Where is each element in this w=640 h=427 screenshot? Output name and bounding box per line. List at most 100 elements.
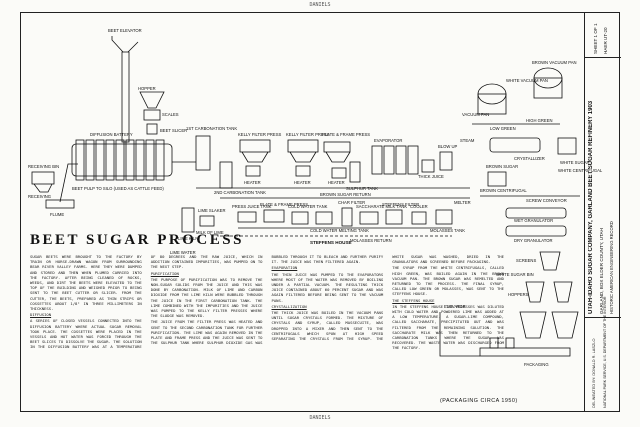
label-first-carbonation: 1ST CARBONATION TANK — [186, 126, 237, 131]
paragraph: SUGAR BEETS WERE BROUGHT TO THE FACTORY … — [30, 254, 142, 311]
diffusion-cells — [76, 140, 164, 180]
paragraph: THE PURPOSE OF PURIFICATION WAS TO REMOV… — [151, 277, 263, 319]
scales-shape — [144, 110, 160, 120]
label-cold-water-melting: COLD WATER MELTING TANK — [310, 228, 369, 233]
label-melter: MELTER — [454, 200, 471, 205]
section-heading: PURIFICATION — [151, 271, 263, 276]
plate-frame-press-2-shape — [264, 210, 284, 222]
label-brown-vacuum-pan: BROWN VACUUM PAN — [532, 60, 577, 65]
label-heater-1: HEATER — [244, 180, 261, 185]
delineator-text: DELINEATED BY: DONALD R. LASZLO — [591, 322, 596, 408]
label-hopper: HOPPER — [138, 86, 156, 91]
company-title: UTAH-IDAHO SUGAR COMPANY, GARLAND BEET S… — [588, 64, 594, 314]
diffusion-battery-shape — [72, 144, 172, 176]
survey-number: HAER UT-20 — [603, 16, 608, 54]
beet-elevator-incline — [60, 164, 78, 202]
hopper-left-shape — [526, 282, 544, 302]
agency-text: HISTORIC AMERICAN ENGINEERING RECORD — [609, 64, 614, 314]
thick-juice-tank-shape — [422, 160, 434, 172]
steffens-filter-shape — [386, 210, 402, 224]
label-screw-conveyor: SCREW CONVEYOR — [526, 198, 567, 203]
sulphur-tank-shape — [350, 162, 360, 182]
wet-granulator-shape — [506, 208, 566, 218]
label-beet-pulp: BEET PULP TO SILO (USED AS CATTLE FEED) — [72, 186, 164, 191]
hopper-lower-right-shape — [552, 312, 578, 338]
section-heading: THE STEFFENS HOUSE — [392, 298, 504, 303]
label-dry-granulator: DRY GRANULATOR — [514, 238, 553, 243]
press-juice-tank-shape — [238, 212, 256, 222]
second-carbonation-tank-shape — [220, 162, 232, 188]
bottom-margin-text: DANIELS — [0, 415, 640, 421]
hopper-shape — [34, 184, 52, 192]
label-blow-up: BLOW UP — [438, 144, 458, 149]
label-heater-2: HEATER — [294, 180, 311, 185]
screens-shape — [540, 252, 560, 270]
crystallizer-shape — [490, 138, 540, 152]
label-cold-water-tank: COLD WATER TANK — [288, 204, 328, 209]
first-carbonation-tank-shape — [196, 136, 210, 170]
packaging-caption: (PACKAGING CIRCA 1950) — [440, 398, 518, 404]
label-plate-frame-press: PLATE & FRAME PRESS — [322, 132, 370, 137]
kelly-press-1-hopper — [242, 152, 268, 162]
article-body: SUGAR BEETS WERE BROUGHT TO THE FACTORY … — [30, 254, 504, 404]
label-beet-slicer: BEET SLICER — [160, 128, 187, 133]
sack-2-shape — [506, 338, 514, 348]
label-brown-sugar-return: BROWN SUGAR RETURN — [320, 192, 371, 197]
label-hoppers: HOPPERS — [508, 292, 529, 297]
char-filter-shape — [342, 208, 352, 226]
label-vacuum-pan: VACUUM PAN — [462, 112, 489, 117]
beet-slicer-shape — [147, 124, 157, 134]
label-molasses-return: MOLASSES RETURN — [350, 238, 392, 243]
beet-elevator-head — [112, 36, 138, 52]
label-steam: STEAM — [460, 138, 475, 143]
label-cooler: COOLER — [410, 204, 428, 209]
label-thick-juice: THICK JUICE — [418, 174, 444, 179]
section-heading: DIFFUSION — [30, 312, 142, 317]
hopper-top-shape — [140, 92, 164, 108]
beet-elevator-shape — [122, 52, 129, 142]
white-centrifugal-shape — [558, 138, 576, 154]
hopper-right-shape — [554, 282, 572, 302]
heater-2-shape — [296, 166, 310, 176]
cooler-shape — [412, 212, 426, 224]
molasses-tank-shape — [436, 210, 452, 224]
tb-title-cell: UTAH-IDAHO SUGAR COMPANY, GARLAND BEET S… — [585, 58, 621, 318]
tb-credit-cell: DELINEATED BY: DONALD R. LASZLO NATIONAL… — [585, 318, 621, 412]
evaporator-shape — [372, 146, 418, 174]
label-packaging: PACKAGING — [524, 362, 549, 367]
department-text: NATIONAL PARK SERVICE, U.S. DEPARTMENT O… — [603, 322, 607, 408]
label-steffens-house: STEFFENS HOUSE — [310, 240, 352, 245]
receiving-bin-shape — [32, 172, 54, 184]
blow-up-tank-shape — [440, 152, 452, 170]
hopper-lower-left-shape — [520, 312, 546, 338]
paragraph: THE THIN JUICE WAS PUMPED TO THE EVAPORA… — [272, 272, 384, 303]
section-heading: CRYSTALLIZATION — [272, 304, 384, 309]
label-sulphur-tank: SULPHUR TANK — [346, 186, 378, 191]
label-flume: FLUME — [50, 212, 64, 217]
label-diffusion-battery: DIFFUSION BATTERY — [90, 132, 133, 137]
lime-kiln-shape — [182, 208, 194, 232]
top-margin-text: DANIELS — [0, 2, 640, 8]
cold-water-melting-tank-shape — [316, 212, 332, 224]
label-receiving: RECEIVING — [28, 194, 51, 199]
saccharate-milk-tank-shape — [360, 212, 378, 224]
label-low-green: LOW GREEN — [490, 126, 516, 131]
kelly-press-2-hopper — [290, 152, 316, 162]
label-heater-3: HEATER — [328, 180, 345, 185]
tb-sheet-cell: SHEET 1 OF 1 HAER UT-20 — [585, 12, 621, 58]
paragraph: THE SYRUP FROM THE WHITE CENTRIFUGALS, C… — [392, 265, 504, 296]
label-kelly-press-1: KELLY FILTER PRESS — [238, 132, 281, 137]
kelly-press-1-shape — [240, 140, 270, 152]
sheet-number: SHEET 1 OF 1 — [593, 16, 598, 54]
dry-granulator-shape — [506, 226, 566, 236]
brown-centrifugal-shape — [488, 172, 506, 186]
cold-water-tank-shape — [292, 212, 308, 224]
article-title: BEET SUGAR PROCESS — [30, 232, 244, 249]
label-second-carbonation: 2ND CARBONATION TANK — [214, 190, 266, 195]
heater-3-shape — [332, 168, 346, 178]
label-beet-elevator: BEET ELEVATOR — [108, 28, 142, 33]
label-receiving-bin: RECEIVING BIN — [28, 164, 59, 169]
label-scales: SCALES — [162, 112, 179, 117]
label-evaporator: EVAPORATOR — [374, 138, 402, 143]
